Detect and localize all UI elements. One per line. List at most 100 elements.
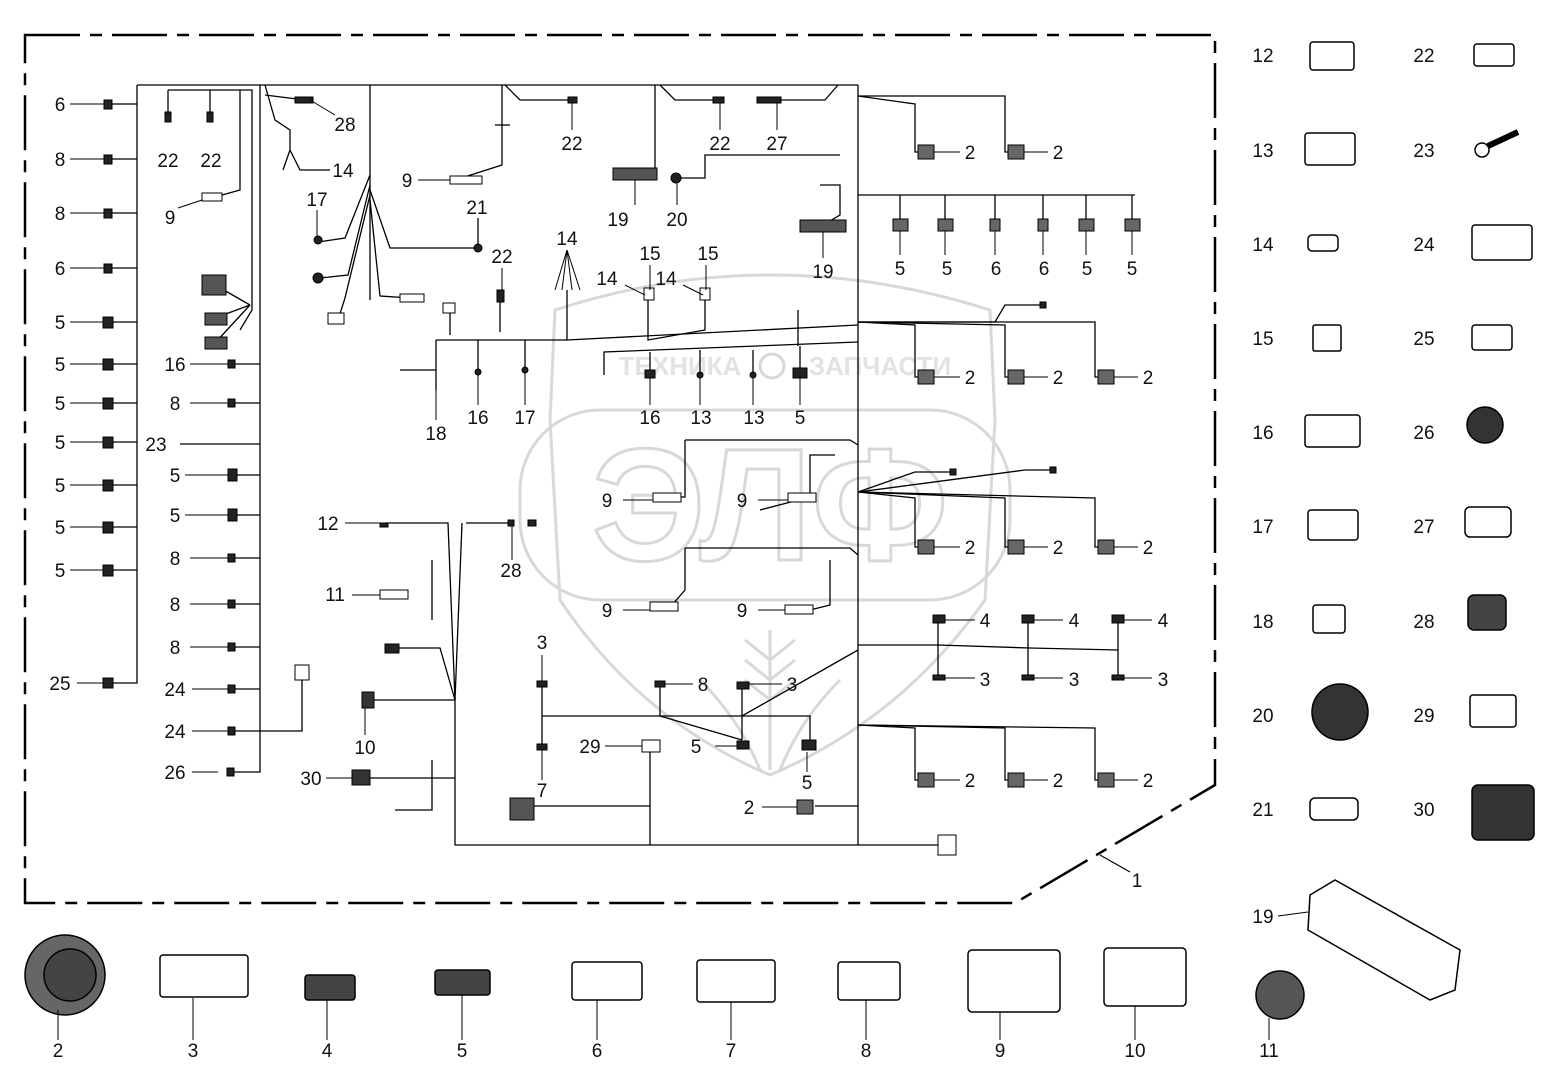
callout: 8 <box>170 638 181 659</box>
legend-label: 9 <box>995 1041 1006 1062</box>
connector-10-icon <box>1103 947 1187 1007</box>
watermark-letters: ЭЛФ <box>592 415 949 594</box>
connector-13-icon <box>1304 132 1356 166</box>
callout: 3 <box>1158 670 1169 691</box>
callout: 3 <box>537 633 548 654</box>
connector-5-icon <box>434 969 491 996</box>
callout: 26 <box>164 763 185 784</box>
connector-15-icon <box>1312 324 1342 352</box>
callout: 16 <box>639 408 660 429</box>
connector-17-icon <box>1307 509 1359 541</box>
legend-label: 2 <box>53 1041 64 1062</box>
callout: 6 <box>55 95 66 116</box>
callout: 15 <box>639 244 660 265</box>
callout: 14 <box>332 161 354 182</box>
connector-27-icon <box>1464 506 1512 538</box>
callout: 8 <box>170 394 181 415</box>
callout: 23 <box>145 435 166 456</box>
legend-label: 12 <box>1252 46 1273 67</box>
connector-12-icon <box>1309 41 1355 71</box>
connector-26-icon <box>1466 406 1504 444</box>
legend-label: 28 <box>1413 612 1434 633</box>
callout: 13 <box>690 408 711 429</box>
callout: 4 <box>1158 611 1169 632</box>
callout: 24 <box>164 680 186 701</box>
legend-label: 13 <box>1252 141 1273 162</box>
connector-25-icon <box>1471 324 1513 351</box>
connector-7-icon <box>696 959 776 1003</box>
callout: 5 <box>1082 259 1093 280</box>
connector-3-icon <box>159 954 249 998</box>
legend-label: 5 <box>457 1041 468 1062</box>
connector-8-icon <box>837 961 901 1001</box>
callout: 2 <box>1143 368 1154 389</box>
callout: 4 <box>1069 611 1080 632</box>
callout: 5 <box>170 506 181 527</box>
wire-bundle <box>108 84 1135 846</box>
callout: 14 <box>655 269 677 290</box>
callout: 9 <box>602 601 613 622</box>
connector-22-icon <box>1473 43 1515 67</box>
legend-label: 10 <box>1124 1041 1145 1062</box>
callout: 22 <box>157 151 178 172</box>
legend-label: 27 <box>1413 517 1434 538</box>
callout: 24 <box>164 722 186 743</box>
connector-28-icon <box>1467 594 1507 631</box>
callout: 30 <box>300 769 321 790</box>
legend-label: 15 <box>1252 329 1273 350</box>
callout: 2 <box>1143 538 1154 559</box>
legend-label: 21 <box>1252 800 1273 821</box>
callout: 5 <box>802 773 813 794</box>
callout: 6 <box>55 259 66 280</box>
callout: 8 <box>55 150 66 171</box>
legend-icons-right <box>1304 41 1535 1001</box>
callout: 14 <box>596 269 618 290</box>
callout: 22 <box>491 247 512 268</box>
watermark-brand-left: ТЕХНИКА <box>619 351 742 381</box>
legend-label: 25 <box>1413 329 1434 350</box>
connector-6-icon <box>571 961 643 1001</box>
harness-boundary-dashed <box>23 33 1217 905</box>
callout: 1 <box>1132 871 1143 892</box>
connector-24-icon <box>1471 224 1533 261</box>
callout: 9 <box>165 208 176 229</box>
callout: 2 <box>744 798 755 819</box>
callout: 2 <box>1053 538 1064 559</box>
callout: 2 <box>965 368 976 389</box>
callout: 10 <box>354 738 375 759</box>
callout: 5 <box>795 408 806 429</box>
legend-right: 12 22 13 23 14 24 15 25 16 26 17 27 18 2… <box>1252 41 1535 1001</box>
callout: 8 <box>55 204 66 225</box>
legend-label: 4 <box>322 1041 333 1062</box>
terminal-14-icon <box>1307 234 1339 252</box>
legend-label: 14 <box>1252 235 1274 256</box>
legend-label: 29 <box>1413 706 1434 727</box>
callout: 5 <box>55 433 66 454</box>
callout: 9 <box>737 601 748 622</box>
callout: 5 <box>55 355 66 376</box>
legend-label: 24 <box>1413 235 1435 256</box>
callout: 29 <box>579 737 600 758</box>
legend-label: 3 <box>188 1041 199 1062</box>
callout: 2 <box>1053 771 1064 792</box>
connectors <box>102 96 1141 856</box>
callout: 2 <box>965 143 976 164</box>
connector-11-icon <box>1255 970 1305 1020</box>
ring-terminal-23-icon <box>1474 142 1490 158</box>
callout: 22 <box>709 134 730 155</box>
legend-label: 6 <box>592 1041 603 1062</box>
boundary-leader <box>1099 854 1131 873</box>
callout: 6 <box>1039 259 1050 280</box>
callout: 5 <box>691 737 702 758</box>
callout: 21 <box>466 198 487 219</box>
callout: 12 <box>317 514 338 535</box>
callout: 16 <box>164 355 185 376</box>
callout: 2 <box>1053 368 1064 389</box>
connector-18-icon <box>1312 604 1346 634</box>
callout: 2 <box>1053 143 1064 164</box>
callout: 3 <box>1069 670 1080 691</box>
legend-label: 26 <box>1413 423 1434 444</box>
legend-bottom: 2 3 4 5 6 7 8 9 10 11 <box>24 911 1309 1062</box>
callout: 13 <box>743 408 764 429</box>
callout: 18 <box>425 424 446 445</box>
